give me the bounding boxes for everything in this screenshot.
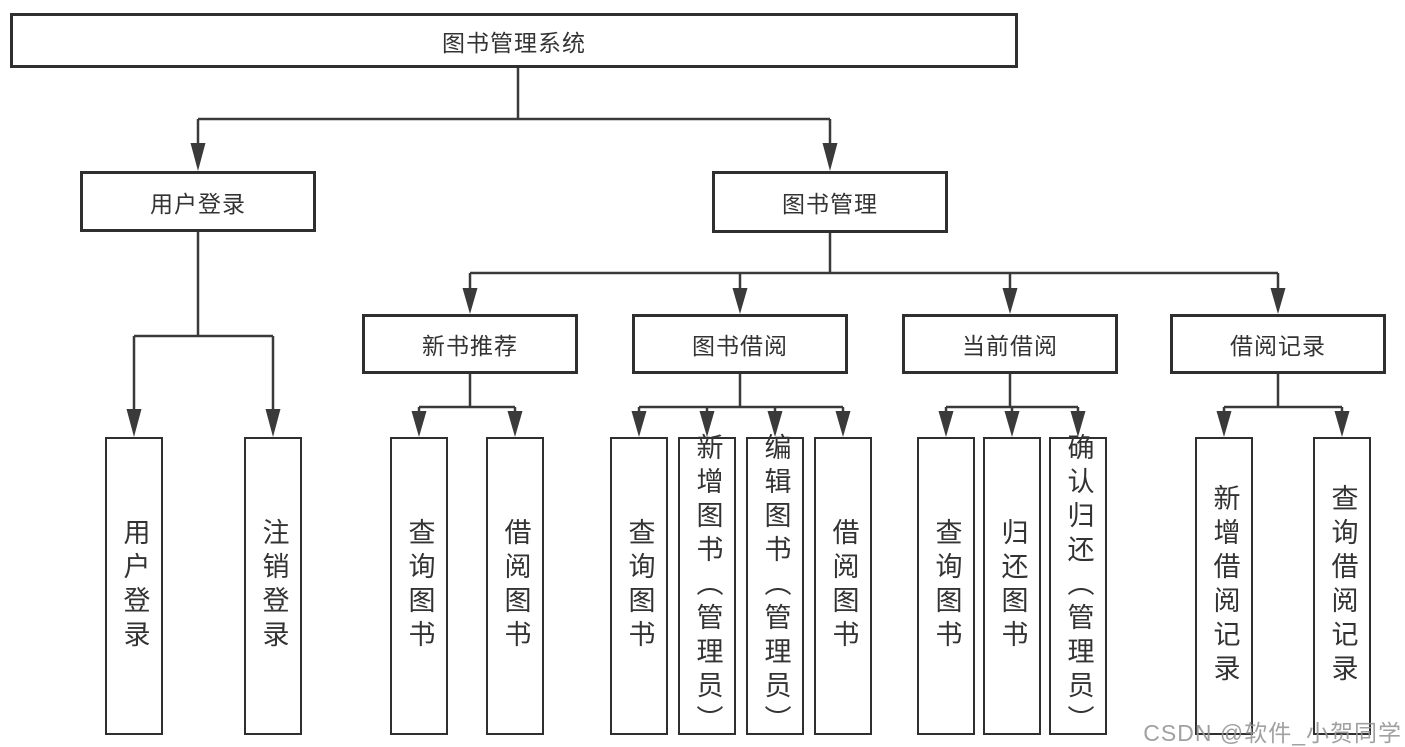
connector-book-borrow-to-leaves (637, 374, 845, 414)
node-label: 确认归还（管理员） (1063, 433, 1094, 739)
leaf-add-books-admin: 新增图书（管理员） (678, 433, 736, 739)
leaf-edit-books-admin: 编辑图书（管理员） (746, 433, 804, 739)
leaf-confirm-return-admin: 确认归还（管理员） (1049, 433, 1107, 739)
leaf-return-books: 归还图书 (983, 437, 1041, 735)
node-user-login-branch: 用户登录 (80, 171, 316, 232)
node-label: 新增借阅记录 (1209, 484, 1240, 688)
node-label: 查询图书 (931, 518, 962, 654)
node-book-management-branch: 图书管理 (712, 171, 948, 233)
node-label: 图书借阅 (692, 333, 788, 359)
leaf-query-books: 查询图书 (917, 437, 975, 735)
node-label: 查询图书 (404, 518, 435, 654)
node-label: 借阅图书 (500, 518, 531, 654)
leaf-borrow-books: 借阅图书 (486, 437, 544, 735)
node-label: 注销登录 (258, 518, 289, 654)
connector-new-book-recommend-to-leaves (417, 374, 517, 414)
leaf-query-borrow-record: 查询借阅记录 (1313, 437, 1371, 735)
watermark: CSDN @软件_小贺同学 (1143, 720, 1402, 746)
connector-user-login-to-leaves (132, 232, 275, 414)
node-label: 查询图书 (624, 518, 655, 654)
leaf-add-borrow-record: 新增借阅记录 (1195, 437, 1253, 735)
node-borrow-record: 借阅记录 (1170, 314, 1386, 374)
leaf-borrow-books: 借阅图书 (814, 437, 872, 735)
node-label: 图书管理系统 (442, 29, 586, 56)
node-label: 新增图书（管理员） (692, 433, 723, 739)
node-label: 当前借阅 (962, 333, 1058, 359)
node-current-borrow: 当前借阅 (902, 314, 1118, 374)
leaf-query-books: 查询图书 (390, 437, 448, 735)
connector-current-borrow-to-leaves (944, 374, 1080, 414)
node-label: 借阅记录 (1230, 333, 1326, 359)
leaf-query-books: 查询图书 (610, 437, 668, 735)
connector-book-management-to-level3 (468, 233, 1280, 292)
node-book-borrow: 图书借阅 (632, 314, 848, 374)
node-label: 借阅图书 (828, 518, 859, 654)
leaf-user-login: 用户登录 (105, 437, 163, 735)
node-label: 查询借阅记录 (1327, 484, 1358, 688)
node-label: 用户登录 (150, 190, 246, 217)
node-new-book-recommend: 新书推荐 (362, 314, 578, 374)
leaf-logout: 注销登录 (244, 437, 302, 735)
connector-borrow-record-to-leaves (1222, 374, 1344, 414)
node-label: 归还图书 (997, 518, 1028, 654)
node-label: 新书推荐 (422, 333, 518, 359)
connector-root-to-level2 (196, 68, 832, 148)
node-root-library-management-system: 图书管理系统 (10, 13, 1018, 68)
node-label: 图书管理 (782, 191, 878, 217)
node-label: 编辑图书（管理员） (760, 433, 791, 739)
node-label: 用户登录 (119, 518, 150, 654)
